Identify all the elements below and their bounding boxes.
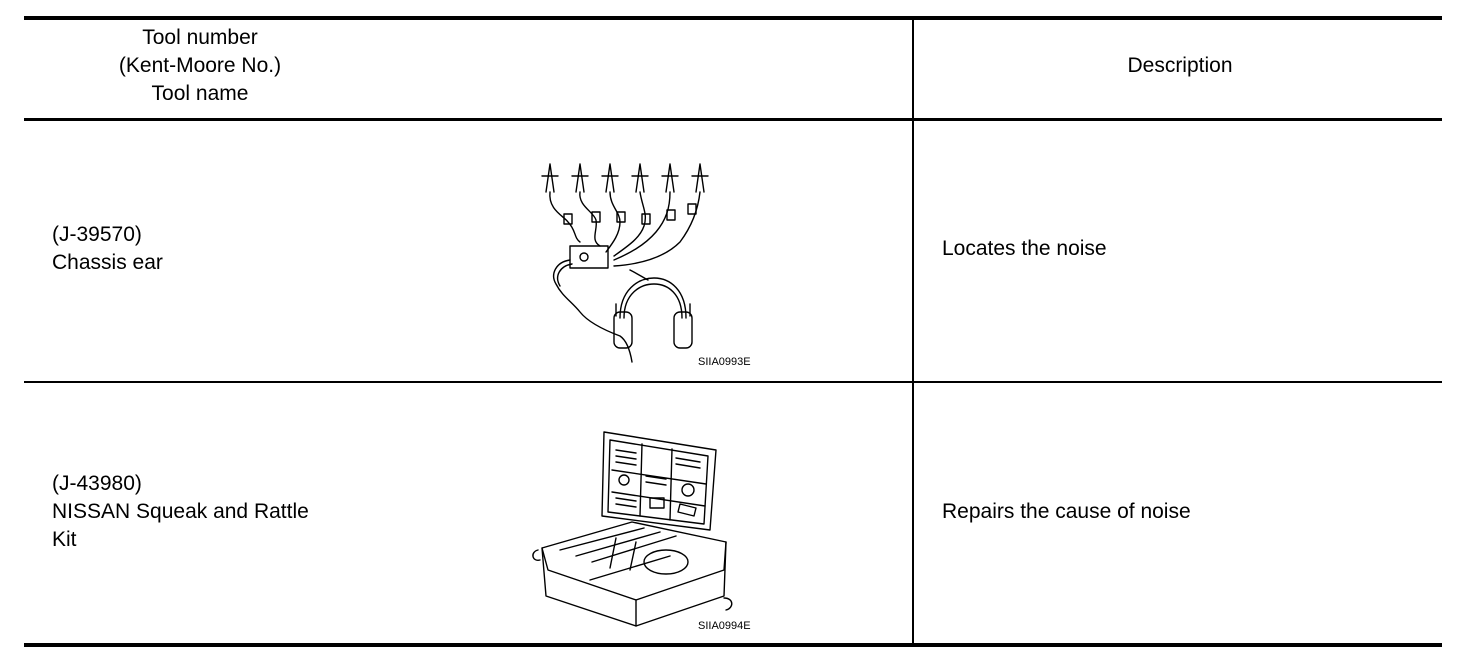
row2-tool-cell: (J-43980) NISSAN Squeak and Rattle Kit <box>52 470 309 554</box>
row1-tool-number: (J-39570) <box>52 223 142 246</box>
header-divider <box>24 118 1442 121</box>
row1-tool-name: Chassis ear <box>52 251 163 274</box>
row2-tool-number: (J-43980) <box>52 472 142 495</box>
row1-tool-cell: (J-39570) Chassis ear <box>52 221 163 277</box>
row1-figure-code: SIIA0993E <box>698 356 751 368</box>
header-kent-moore: (Kent-Moore No.) <box>118 54 282 77</box>
row-divider <box>24 381 1442 383</box>
row1-description: Locates the noise <box>942 237 1107 260</box>
row2-figure-code: SIIA0994E <box>698 620 751 632</box>
row2-tool-name-line2: Kit <box>52 528 77 551</box>
header-tool-column: Tool number (Kent-Moore No.) Tool name <box>100 24 300 108</box>
chassis-ear-illustration <box>541 163 709 363</box>
header-description: Description <box>1127 54 1233 77</box>
header-tool-name: Tool name <box>151 82 249 105</box>
table-bottom-rule <box>24 643 1442 647</box>
row2-description: Repairs the cause of noise <box>942 500 1191 523</box>
row2-tool-name-line1: NISSAN Squeak and Rattle <box>52 500 309 523</box>
table-top-rule <box>24 16 1442 20</box>
column-divider <box>912 18 914 645</box>
header-tool-number: Tool number <box>142 26 258 49</box>
squeak-rattle-kit-illustration <box>532 431 733 627</box>
